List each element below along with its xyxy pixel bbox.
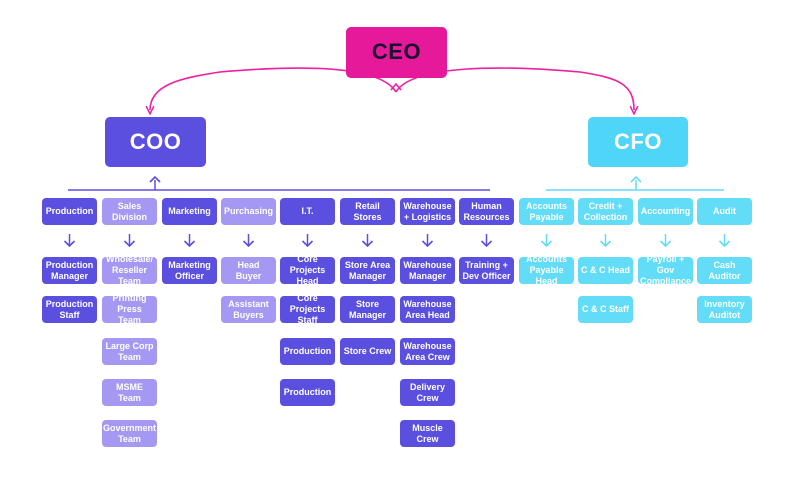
dept-production: Production: [42, 198, 97, 225]
role-warehouse-manager: Warehouse Manager: [400, 257, 455, 284]
role-core-projects-head: Core Projects Head: [280, 254, 335, 286]
role-store-manager: Store Manager: [340, 296, 395, 323]
down-arrow-icon: [480, 240, 493, 248]
role-c-c-head: C & C Head: [578, 257, 633, 284]
role-warehouse-area-crew: Warehouse Area Crew: [400, 338, 455, 365]
coo-box: COO: [105, 117, 206, 167]
ceo-up-arrow: [390, 82, 402, 91]
role-payroll-gov-compliance: Payroll + Gov Compliance: [638, 254, 693, 286]
role-marketing-officer: Marketing Officer: [162, 257, 217, 284]
dept-human-resources: Human Resources: [459, 198, 514, 225]
dept-purchasing: Purchasing: [221, 198, 276, 225]
cfo-up-arrow-icon: [630, 175, 642, 183]
role-head-buyer: Head Buyer: [221, 257, 276, 284]
role-cash-auditor: Cash Auditor: [697, 257, 752, 284]
role-core-projects-staff: Core Projects Staff: [280, 293, 335, 325]
down-arrow-icon: [123, 240, 136, 248]
role-production: Production: [280, 338, 335, 365]
down-arrow-icon: [718, 240, 731, 248]
dept-warehouse-logistics: Warehouse + Logistics: [400, 198, 455, 225]
down-arrow-icon: [659, 240, 672, 248]
role-production-staff: Production Staff: [42, 296, 97, 323]
dept-retail-stores: Retail Stores: [340, 198, 395, 225]
down-arrow-icon: [540, 240, 553, 248]
role-government-team: Government Team: [102, 420, 157, 447]
dept-marketing: Marketing: [162, 198, 217, 225]
cfo-box: CFO: [588, 117, 688, 167]
down-arrow-icon: [421, 240, 434, 248]
dept-accounts-payable: Accounts Payable: [519, 198, 574, 225]
role-production-manager: Production Manager: [42, 257, 97, 284]
cfo-branch-lines: [546, 175, 724, 191]
dept-accounting: Accounting: [638, 198, 693, 225]
dept-sales-division: Sales Division: [102, 198, 157, 225]
down-arrow-icon: [599, 240, 612, 248]
role-large-corp-team: Large Corp Team: [102, 338, 157, 365]
role-warehouse-area-head: Warehouse Area Head: [400, 296, 455, 323]
dept-i-t: I.T.: [280, 198, 335, 225]
down-arrow-icon: [242, 240, 255, 248]
role-store-crew: Store Crew: [340, 338, 395, 365]
role-delivery-crew: Delivery Crew: [400, 379, 455, 406]
dept-credit-collection: Credit + Collection: [578, 198, 633, 225]
role-store-area-manager: Store Area Manager: [340, 257, 395, 284]
coo-up-arrow-icon: [149, 175, 161, 183]
down-arrow-icon: [183, 240, 196, 248]
role-accounts-payable-head: Accounts Payable Head: [519, 254, 574, 286]
role-assistant-buyers: Assistant Buyers: [221, 296, 276, 323]
dept-audit: Audit: [697, 198, 752, 225]
role-c-c-staff: C & C Staff: [578, 296, 633, 323]
role-training-dev-officer: Training + Dev Officer: [459, 257, 514, 284]
coo-branch-lines: [68, 175, 490, 191]
role-inventory-auditot: Inventory Auditot: [697, 296, 752, 323]
role-muscle-crew: Muscle Crew: [400, 420, 455, 447]
down-arrows: [63, 234, 731, 248]
role-wholesale-reseller-team: Wholesale/ Reseller Team: [102, 254, 157, 286]
down-arrow-icon: [63, 240, 76, 248]
down-arrow-icon: [301, 240, 314, 248]
ceo-box: CEO: [346, 27, 447, 78]
role-printing-press-team: Printing Press Team: [102, 293, 157, 325]
role-production: Production: [280, 379, 335, 406]
role-msme-team: MSME Team: [102, 379, 157, 406]
down-arrow-icon: [361, 240, 374, 248]
